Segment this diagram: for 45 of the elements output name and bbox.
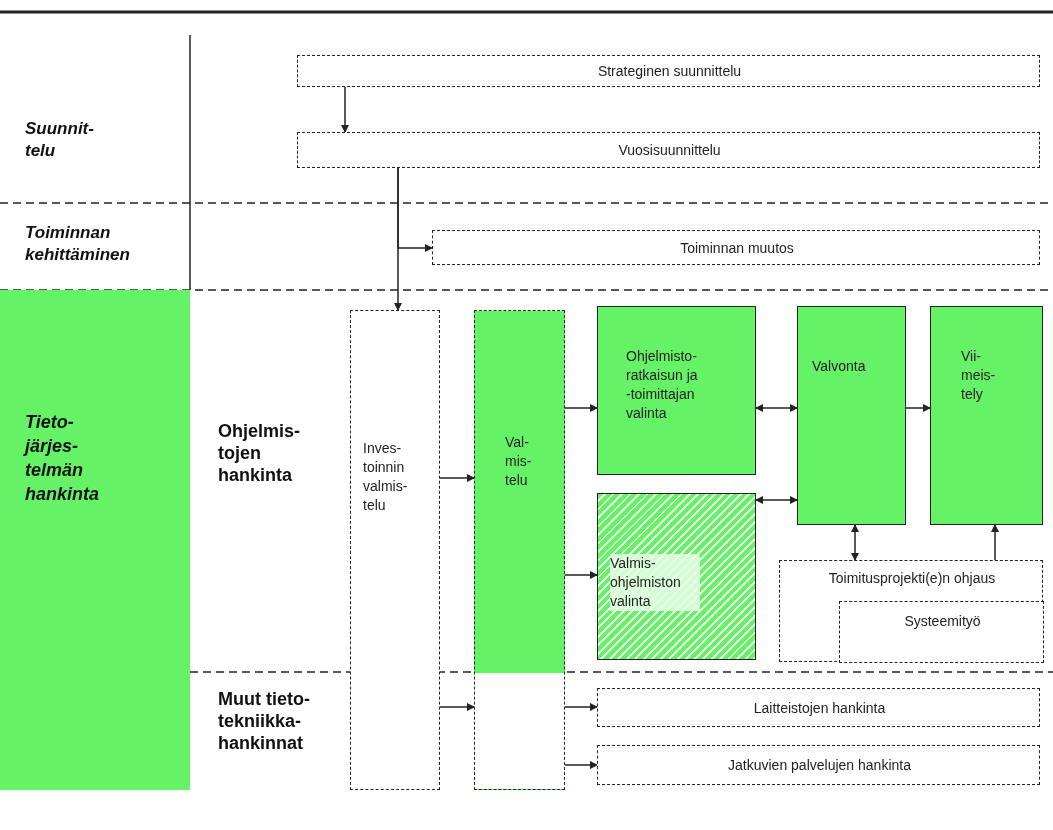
arrow: [755, 496, 798, 504]
sublane-title: Ohjelmis- tojen hankinta: [218, 420, 302, 486]
box-label: Vii- meis- tely: [961, 347, 996, 404]
process-box: [797, 306, 906, 525]
box-label: Toiminnan muutos: [679, 239, 795, 258]
arrow: [341, 86, 349, 133]
sublane-title: Muut tieto- tekniikka- hankinnat: [218, 688, 311, 754]
box-label: Valvonta: [812, 357, 867, 376]
process-box: [350, 310, 440, 790]
process-box: [597, 745, 1040, 785]
box-label: Laitteistojen hankinta: [752, 699, 887, 718]
lane-title: Suunnit- telu: [25, 118, 95, 162]
box-label: Vuosisuunnittelu: [617, 141, 722, 160]
arrow: [564, 761, 598, 769]
arrow: [397, 167, 433, 252]
arrow: [564, 703, 598, 711]
process-box: [597, 688, 1040, 727]
box-label: Jatkuvien palvelujen hankinta: [727, 756, 912, 775]
process-box: [839, 601, 1044, 663]
process-box: [779, 560, 1043, 662]
lane-title: Toiminnan kehittäminen: [25, 222, 131, 266]
arrow: [991, 524, 999, 561]
box-label: Valmis- ohjelmiston valinta: [610, 554, 700, 611]
box-label: Strateginen suunnittelu: [596, 62, 743, 81]
process-box: [297, 132, 1040, 168]
lane-header-band: [0, 290, 190, 790]
lane-title: Tieto- järjes- telmän hankinta: [25, 411, 100, 506]
box-label: Systeemityö: [903, 612, 982, 631]
box-label: Val- mis- telu: [505, 433, 533, 490]
box-label: Inves- toinnin valmis- telu: [363, 439, 409, 515]
arrow: [439, 703, 475, 711]
box-label: Toimitusprojekti(e)n ohjaus: [827, 569, 997, 588]
process-box: [474, 310, 565, 790]
arrow: [755, 404, 798, 412]
process-box: [432, 230, 1040, 265]
process-box: [597, 306, 756, 475]
arrow: [564, 404, 598, 412]
box-label: Ohjelmisto- ratkaisun ja -toimittajan valinta: [626, 347, 699, 423]
arrow: [851, 524, 859, 561]
arrow: [564, 571, 598, 579]
arrow: [905, 404, 931, 412]
arrow: [439, 474, 475, 482]
hatched-process-box: [597, 493, 756, 660]
process-box: [930, 306, 1043, 525]
process-box: [297, 55, 1040, 87]
